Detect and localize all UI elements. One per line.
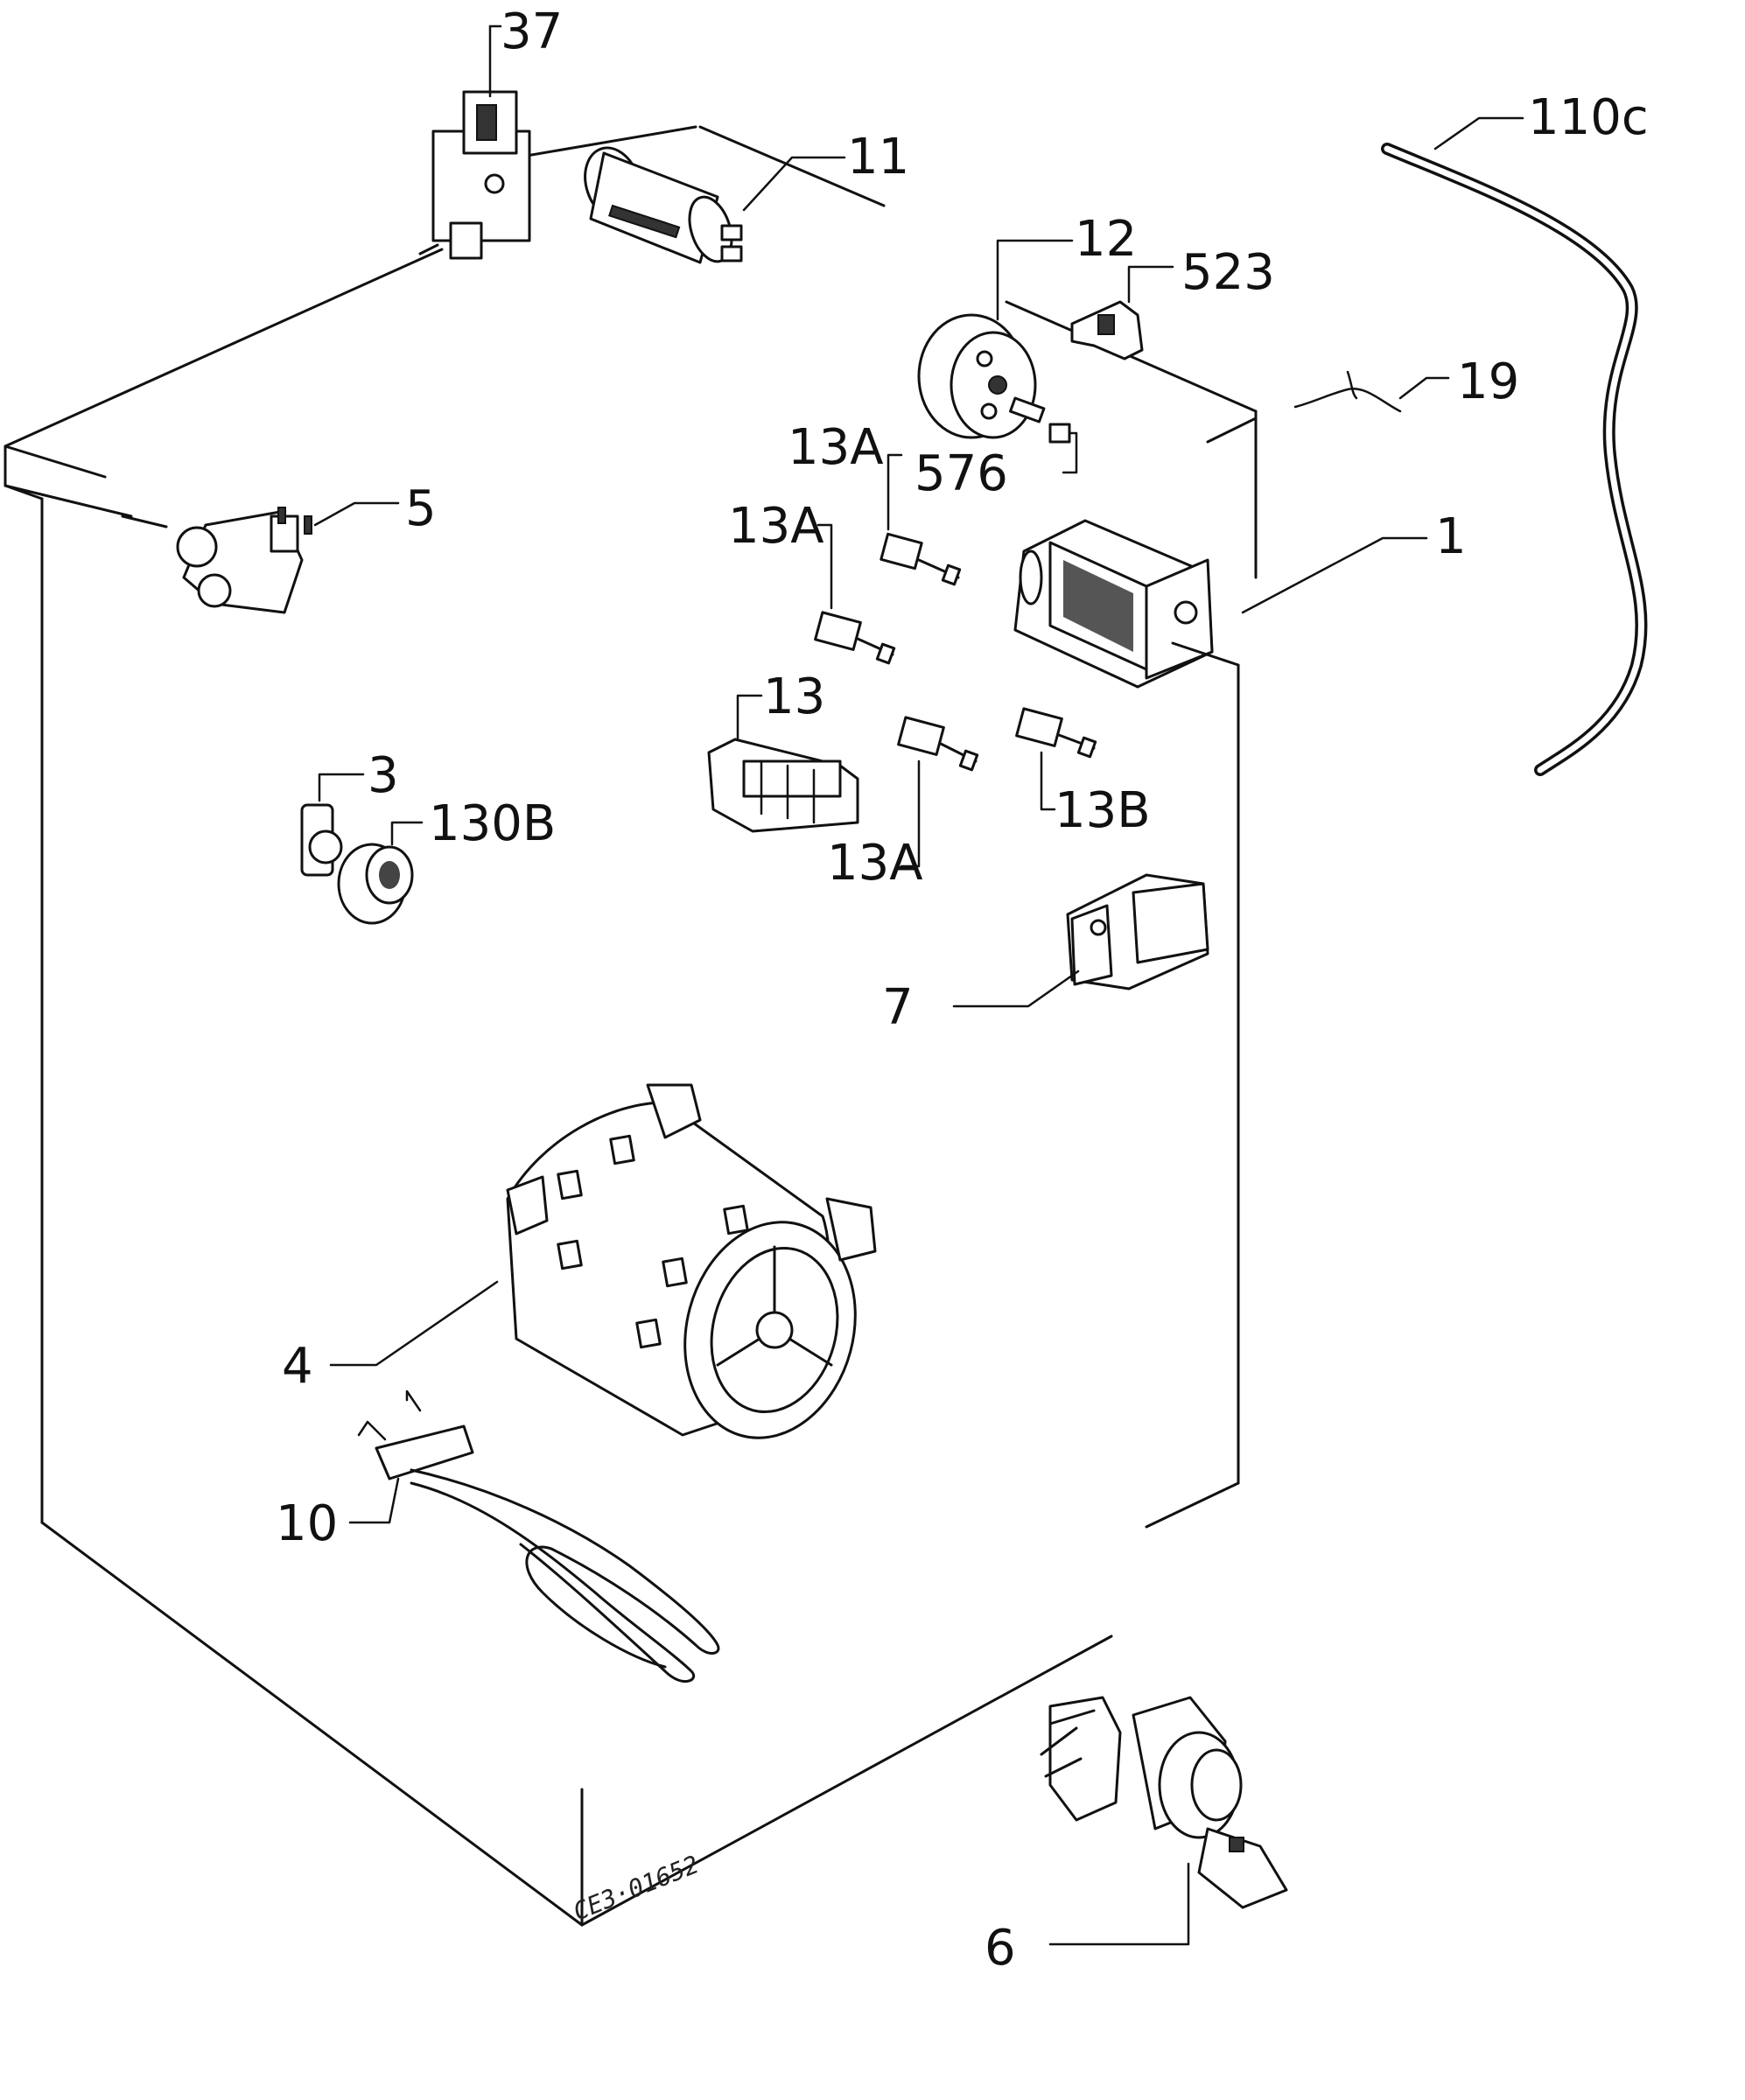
label-12: 12: [1075, 211, 1137, 268]
label-523: 523: [1181, 244, 1275, 301]
callout-labels: 37 11 110c 12 523 19 13A 576 13A 5 1 13 …: [276, 4, 1649, 1977]
label-13a-upper: 13A: [788, 419, 884, 476]
label-13a-middle: 13A: [728, 498, 824, 555]
part-5-water-valve: [176, 501, 400, 614]
part-11-capacitor: [584, 146, 846, 264]
label-7: 7: [882, 979, 914, 1036]
part-3-lamp-holder: [300, 773, 365, 877]
part-10-heating-element: [348, 1390, 720, 1684]
part-576-connector: [1048, 423, 1078, 474]
label-13: 13: [763, 668, 825, 725]
label-5: 5: [405, 480, 437, 537]
label-4: 4: [282, 1338, 313, 1395]
part-37-door-lock: [431, 24, 531, 260]
part-110c-hose: [1381, 116, 1648, 776]
part-13-switch-block: [707, 694, 859, 833]
label-10: 10: [276, 1495, 338, 1552]
part-1-timer: [1013, 519, 1428, 689]
part-12-pressure-switch: [917, 239, 1074, 439]
part-6-drain-pump: [1040, 1696, 1288, 1946]
part-523-clip: [1070, 265, 1174, 360]
label-11: 11: [847, 129, 909, 186]
part-13a-lower-switch: [897, 716, 979, 868]
part-13a-upper-switch: [880, 453, 962, 586]
label-6: 6: [985, 1920, 1016, 1977]
part-13b-switch: [1015, 707, 1097, 811]
label-110c: 110c: [1528, 89, 1649, 146]
label-3: 3: [368, 747, 399, 804]
drawing-code: CE3·01652: [569, 1850, 703, 1926]
label-13b: 13B: [1055, 782, 1151, 839]
label-576: 576: [915, 445, 1008, 502]
label-37: 37: [501, 4, 563, 60]
label-130b: 130B: [429, 795, 556, 852]
part-4-motor: [329, 1083, 877, 1439]
cabinet-outline: [4, 125, 1258, 1927]
part-13a-middle-switch: [814, 523, 896, 665]
part-7-filter: [952, 873, 1209, 1008]
label-19: 19: [1457, 354, 1519, 410]
part-130b-grommet: [337, 821, 424, 925]
label-1: 1: [1435, 508, 1467, 565]
label-13a-lower: 13A: [827, 835, 923, 892]
part-19-wire-clip: [1293, 370, 1450, 413]
